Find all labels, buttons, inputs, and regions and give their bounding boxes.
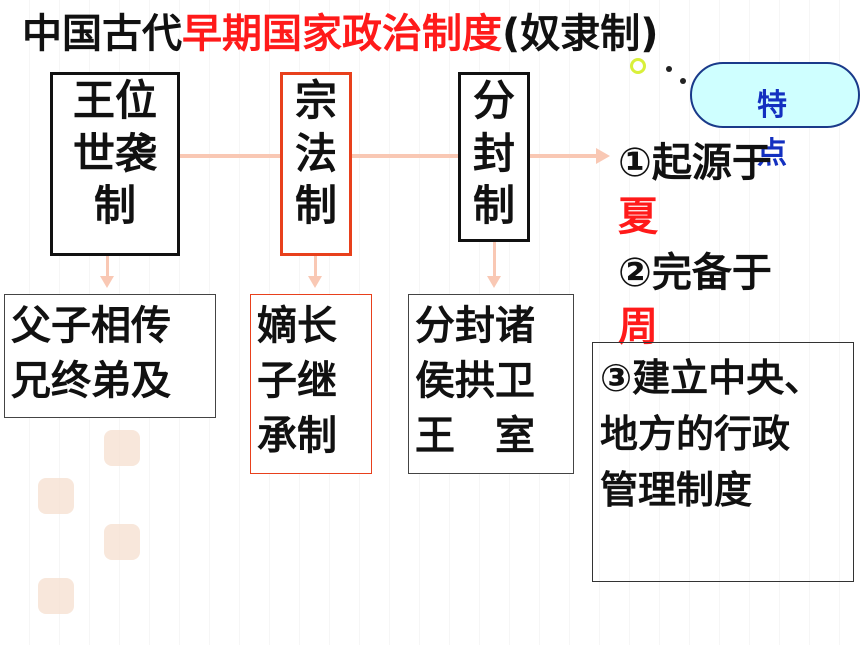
detail-box-enfeoffment: 分封诸 侯拱卫 王 室 bbox=[408, 294, 574, 474]
feature-highlight: 夏 bbox=[618, 194, 658, 240]
connector-line bbox=[493, 242, 496, 276]
arrow-right-icon bbox=[596, 148, 610, 164]
feature-text: ②完备于 bbox=[618, 250, 772, 296]
system-line: 封 bbox=[472, 128, 515, 178]
connector-line bbox=[530, 154, 596, 158]
feature-admin: ③建立中央、 地方的行政 管理制度 bbox=[600, 350, 822, 518]
system-line: 制 bbox=[93, 181, 136, 230]
detail-line: 王 室 bbox=[415, 413, 535, 460]
detail-line: 父子相传 bbox=[11, 303, 171, 349]
feature-text: ①起源于 bbox=[618, 140, 772, 186]
stamp-decoration bbox=[38, 478, 74, 514]
decoration-dot bbox=[666, 66, 672, 72]
cloud-label-char: 特 bbox=[757, 88, 787, 123]
feature-origin-dynasty: 夏 bbox=[618, 184, 658, 242]
decoration-dot bbox=[680, 78, 686, 84]
system-box-enfeoffment: 分 封 制 bbox=[458, 72, 530, 242]
system-box-patriarchal: 宗 法 制 bbox=[280, 72, 352, 256]
system-line: 制 bbox=[472, 181, 515, 230]
detail-line: 侯拱卫 bbox=[415, 358, 535, 405]
system-line: 王位 bbox=[72, 76, 157, 125]
page-title: 中国古代早期国家政治制度(奴隶制) bbox=[22, 8, 659, 60]
detail-box-hereditary: 父子相传 兄终弟及 bbox=[4, 294, 216, 418]
connector-line bbox=[352, 154, 458, 158]
stamp-decoration bbox=[104, 524, 140, 560]
arrow-down-icon bbox=[487, 276, 501, 288]
detail-box-patriarchal: 嫡长 子继 承制 bbox=[250, 294, 372, 474]
decoration-ring bbox=[630, 58, 646, 74]
feature-complete: ②完备于 bbox=[618, 240, 772, 298]
system-line: 分 bbox=[472, 76, 515, 125]
title-suffix: (奴隶制) bbox=[502, 11, 659, 57]
connector-line bbox=[180, 154, 280, 158]
feature-line: ③建立中央、 bbox=[600, 356, 823, 400]
feature-line: 管理制度 bbox=[600, 468, 753, 512]
title-highlight: 早期国家政治制度 bbox=[182, 11, 502, 57]
stamp-decoration bbox=[104, 430, 140, 466]
system-line: 世袭 bbox=[72, 128, 157, 178]
feature-origin: ①起源于 bbox=[618, 130, 772, 188]
system-line: 制 bbox=[294, 181, 337, 230]
system-box-hereditary: 王位 世袭 制 bbox=[50, 72, 180, 256]
system-line: 宗 bbox=[294, 76, 337, 125]
system-line: 法 bbox=[294, 128, 337, 178]
cloud-label-char: 点 bbox=[757, 136, 787, 171]
detail-line: 分封诸 bbox=[415, 303, 535, 349]
arrow-down-icon bbox=[308, 276, 322, 288]
connector-line bbox=[314, 256, 317, 276]
title-prefix: 中国古代 bbox=[22, 11, 182, 57]
cloud-label: 特 点 bbox=[752, 82, 792, 178]
arrow-down-icon bbox=[100, 276, 114, 288]
stamp-decoration bbox=[38, 578, 74, 614]
detail-line: 承制 bbox=[257, 413, 337, 460]
detail-line: 嫡长 bbox=[257, 303, 337, 349]
feature-box-admin bbox=[592, 342, 854, 582]
detail-line: 子继 bbox=[257, 358, 337, 405]
cloud-shape bbox=[690, 62, 860, 128]
detail-line: 兄终弟及 bbox=[11, 358, 171, 405]
feature-line: 地方的行政 bbox=[600, 412, 791, 456]
connector-line bbox=[106, 256, 109, 276]
